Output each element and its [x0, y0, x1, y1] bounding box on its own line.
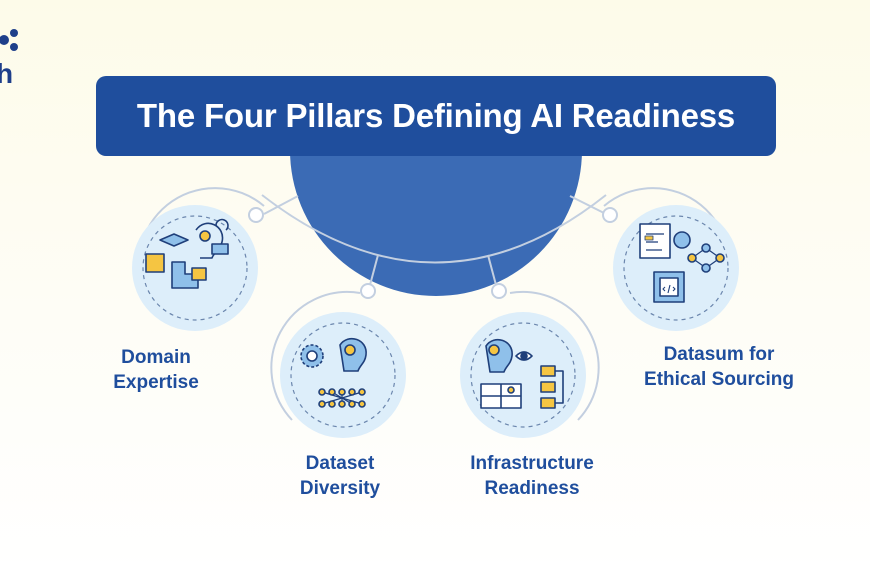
ai-head-eye-flowchart-icon [480, 338, 564, 409]
connector-lines [263, 195, 607, 286]
pillar-label-line2: Expertise [113, 372, 199, 393]
pillar-label-line1: Infrastructure [470, 453, 594, 474]
logo-letter: h [0, 58, 14, 89]
pillar-label-line1: Dataset [305, 453, 375, 474]
ai-head-graduation-puzzle-icon [145, 218, 229, 289]
pillar-label-infrastructure-readiness: Infrastructure Readiness [452, 451, 612, 501]
pillar-label-ethical-sourcing: Datasum for Ethical Sourcing [626, 342, 812, 392]
pillar-label-line2: Readiness [484, 478, 580, 499]
pillar-ethical-sourcing [603, 187, 739, 331]
pillar-domain-expertise [132, 187, 265, 331]
pillar-label-line1: Datasum for [663, 344, 775, 365]
document-chip-network-icon [639, 223, 725, 303]
pillar-label-domain-expertise: Domain Expertise [98, 345, 214, 395]
center-arc-ring [261, 194, 607, 264]
logo-mark-icon [0, 29, 18, 51]
center-semicircle [290, 150, 582, 296]
pillar-dataset-diversity [270, 290, 406, 438]
pillar-label-line1: Domain [121, 347, 191, 368]
brand-logo: h [0, 18, 18, 88]
pillar-label-line2: Ethical Sourcing [644, 369, 794, 390]
connector-dots [248, 207, 618, 299]
pillar-label-line2: Diversity [299, 478, 381, 499]
pillar-label-dataset-diversity: Dataset Diversity [280, 451, 400, 501]
page-title: The Four Pillars Defining AI Readiness [136, 97, 736, 134]
title-banner: The Four Pillars Defining AI Readiness [96, 76, 776, 156]
gear-ai-head-network-icon [300, 337, 367, 408]
pillar-infrastructure-readiness [460, 290, 600, 438]
